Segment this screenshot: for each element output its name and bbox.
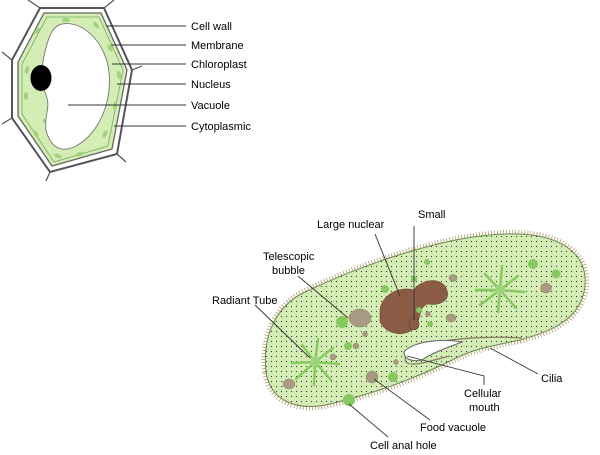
label-cell-anal-hole: Cell anal hole [370, 440, 437, 452]
chloroplast [24, 66, 30, 74]
contractile-vacuole-right [495, 285, 505, 295]
label-food-vacuole: Food vacuole [420, 422, 486, 434]
label-small: Small [418, 209, 446, 221]
food-vacuole [365, 370, 379, 384]
chloroplast [33, 130, 39, 138]
plant-cell-leader-lines [68, 25, 186, 127]
food-vacuole [425, 311, 431, 317]
contractile-vacuole-left [310, 357, 320, 367]
paramecium-leader-lines [254, 226, 539, 438]
chloroplast [33, 28, 41, 34]
vacuole [41, 23, 110, 150]
label-telescopic-bubble-line2: bubble [272, 265, 305, 277]
food-vacuole [445, 313, 457, 323]
label-large-nuclear: Large nuclear [317, 219, 385, 231]
green-vesicle [344, 342, 352, 350]
chloroplast [116, 71, 122, 79]
chloroplast [54, 153, 62, 159]
chloroplasts [24, 18, 122, 159]
chloroplast [93, 21, 99, 29]
food-vacuole [448, 274, 458, 282]
label-telescopic-bubble-line1: Telescopic [263, 251, 315, 263]
plant-cell: Cell wall Membrane Chloroplast Nucleus V… [1, 0, 251, 182]
food-vacuole [329, 353, 337, 361]
green-vesicle [388, 372, 398, 382]
green-vesicle [427, 321, 433, 327]
food-vacuole [362, 331, 368, 337]
cell-body-dots [265, 233, 586, 407]
radiant-tube-right [474, 264, 526, 314]
food-vacuole [393, 359, 399, 365]
chloroplast [107, 44, 113, 52]
green-vesicle [381, 285, 389, 293]
nucleus [30, 65, 52, 91]
label-nucleus: Nucleus [191, 79, 231, 91]
label-vacuole: Vacuole [191, 100, 230, 112]
label-cellular-mouth-line2: mouth [469, 402, 500, 414]
label-cell-wall: Cell wall [191, 21, 232, 33]
green-vesicle [424, 259, 430, 265]
chloroplast [76, 151, 84, 157]
cell-wall-corners [1, 0, 143, 182]
chloroplast [62, 18, 70, 22]
green-vesicle [416, 307, 422, 313]
green-vesicle [551, 269, 561, 279]
food-vacuole [282, 378, 296, 390]
chloroplast [102, 130, 108, 138]
green-vesicle [528, 259, 538, 269]
cell-wall-outer [11, 7, 134, 174]
green-vesicle [343, 394, 355, 406]
food-vacuole [540, 282, 552, 294]
paramecium: Large nuclear Small Telescopic bubble Ra… [212, 209, 590, 452]
chloroplast [112, 102, 118, 110]
food-vacuole [352, 342, 360, 350]
food-vacuoles [282, 274, 552, 390]
label-cilia: Cilia [541, 373, 563, 385]
chloroplast [24, 92, 28, 100]
label-chloroplast: Chloroplast [191, 59, 247, 71]
radiant-tube-left [290, 337, 341, 387]
label-cellular-mouth-line1: Cellular [464, 388, 502, 400]
telescopic-bubble [336, 316, 348, 328]
label-membrane: Membrane [191, 40, 244, 52]
label-radiant-tube: Radiant Tube [212, 295, 277, 307]
cellular-mouth [403, 339, 464, 362]
label-cytoplasmic: Cytoplasmic [191, 121, 251, 133]
green-vesicles [336, 259, 561, 406]
food-vacuole [348, 308, 372, 328]
